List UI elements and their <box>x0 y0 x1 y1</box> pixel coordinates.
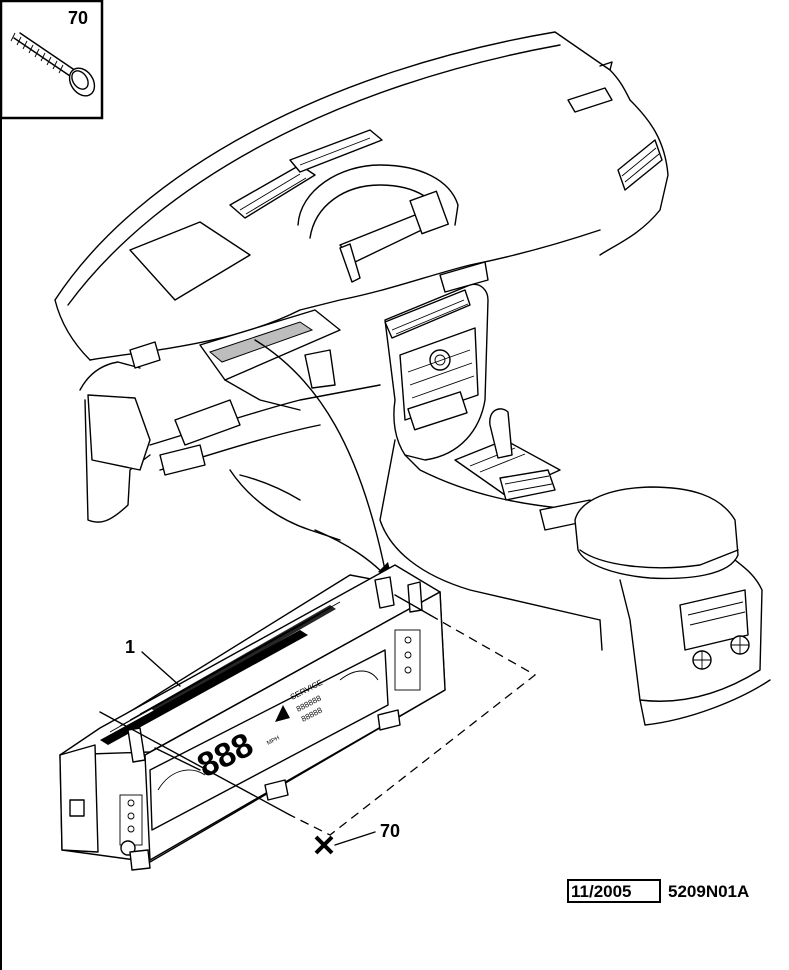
dashboard-assembly <box>54 31 771 726</box>
callout-70-label: 70 <box>380 821 400 841</box>
warning-triangle-icon <box>275 705 290 722</box>
fuel-gauge <box>157 769 206 791</box>
footer-reference-code: 5209N01A <box>668 882 749 901</box>
inset-screw-box: 70 <box>0 0 104 120</box>
lcd-window <box>149 649 389 831</box>
footer-reference: 11/2005 5209N01A <box>567 879 749 903</box>
fastener-dashed-guide <box>289 614 537 836</box>
instrument-display-unit: 888 MPH SERVICE 888888 88888 <box>59 564 446 871</box>
callout-70-leader <box>334 831 376 846</box>
installation-leader-line <box>254 339 386 571</box>
screw-icon <box>10 32 96 97</box>
display-location-highlight <box>208 321 314 363</box>
footer-date: 11/2005 <box>571 882 632 901</box>
callout-1-label: 1 <box>125 637 135 657</box>
temp-gauge <box>339 670 379 681</box>
fastener-cross-icon <box>314 835 334 855</box>
speed-unit: MPH <box>266 735 281 746</box>
callout-1-leader <box>141 651 181 687</box>
inset-part-number: 70 <box>68 8 88 28</box>
